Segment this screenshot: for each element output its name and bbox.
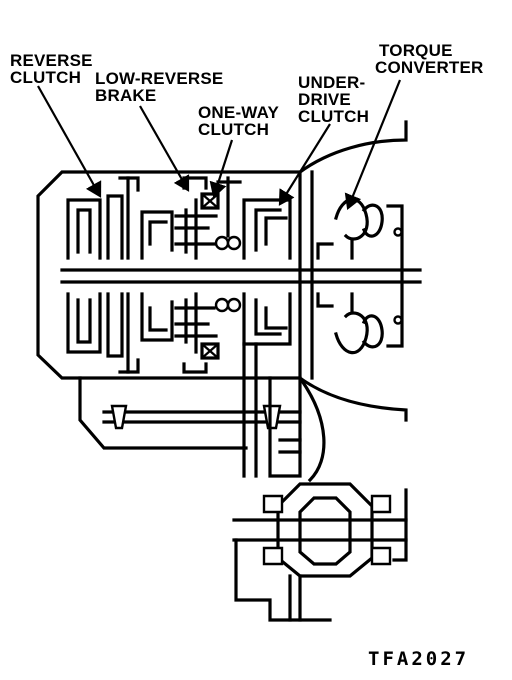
- lower-clutch-pack: [66, 292, 292, 374]
- bearing-lower-b: [226, 297, 242, 313]
- main-shaft: [60, 268, 422, 284]
- bearing-diff-upper-left: [262, 494, 284, 514]
- low-reverse-brake-pack: [140, 210, 174, 260]
- bearing-transfer-right: [262, 404, 282, 430]
- case-right-housing-lower: [297, 375, 408, 422]
- underdrive-clutch-lower: [242, 292, 292, 346]
- one-way-clutch-upper: [200, 192, 220, 210]
- label-one-way-clutch: ONE-WAY CLUTCH: [198, 103, 280, 139]
- underdrive-clutch-upper: [242, 198, 292, 260]
- reverse-clutch-drum: [66, 198, 102, 260]
- leader-underdrive-clutch: [278, 123, 331, 206]
- bearing-upper-b: [226, 235, 242, 251]
- torque-converter: [316, 197, 404, 355]
- bearing-lower-a: [214, 297, 230, 313]
- bearing-upper-a: [214, 235, 230, 251]
- bearing-transfer-left: [110, 404, 128, 430]
- differential-case: [232, 518, 408, 542]
- transaxle-case: [36, 120, 408, 450]
- converter-cover: [386, 204, 404, 348]
- one-way-clutch-lower: [200, 342, 220, 360]
- bearing-diff-lower-left: [262, 546, 284, 566]
- case-bottom-left: [78, 376, 248, 450]
- label-underdrive-clutch: UNDER- DRIVE CLUTCH: [298, 73, 370, 126]
- label-torque-converter: TORQUE CONVERTER: [375, 41, 484, 77]
- leader-lines: [37, 79, 402, 211]
- bearing-diff-upper-right: [370, 494, 392, 514]
- converter-impeller-upper: [334, 197, 369, 241]
- label-low-reverse-brake: LOW-REVERSE BRAKE: [95, 69, 224, 105]
- case-right-housing: [297, 120, 408, 175]
- leader-low-reverse-brake: [139, 105, 190, 192]
- leader-reverse-clutch: [37, 85, 102, 198]
- differential: [232, 482, 408, 622]
- transfer-shaft: [102, 342, 326, 483]
- reverse-clutch-hub: [106, 194, 124, 260]
- figure-code: TFA2027: [368, 648, 470, 670]
- label-reverse-clutch: REVERSE CLUTCH: [10, 51, 93, 87]
- case-outline-left: [36, 170, 302, 380]
- leader-one-way-clutch: [209, 139, 234, 199]
- converter-impeller-lower: [334, 311, 369, 355]
- upper-clutch-pack: [66, 176, 292, 260]
- bearing-diff-lower-right: [370, 546, 392, 566]
